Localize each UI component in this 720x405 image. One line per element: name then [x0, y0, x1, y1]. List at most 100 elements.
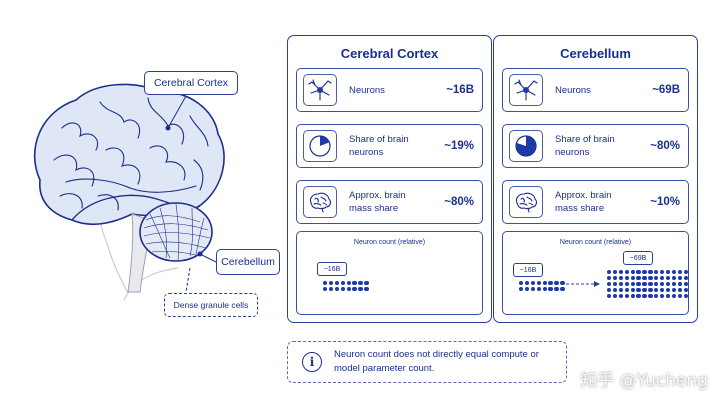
neuron-dot [548, 281, 553, 286]
stat-label: Neurons [555, 84, 591, 96]
neuron-dot [542, 281, 547, 286]
relative-neuron-count-box: Neuron count (relative) ~16B [296, 231, 483, 315]
neuron-dot [346, 286, 351, 292]
watermark: 知乎 @Yucheng [580, 371, 708, 391]
panel-title: Cerebral Cortex [340, 46, 439, 61]
neuron-dot [340, 281, 345, 286]
neuron-dot [618, 275, 624, 281]
neuron-dot [683, 270, 688, 275]
stat-label: Share of brain neurons [349, 134, 409, 158]
share-of-neurons-row: Share of brain neurons ~80% [502, 124, 689, 168]
neuron-icon [509, 74, 543, 106]
neuron-dot [677, 287, 682, 292]
neuron-dot [607, 270, 612, 275]
neuron-dot [665, 275, 671, 281]
neuron-dot [671, 287, 677, 292]
neuron-dot [648, 293, 653, 298]
brain-mass-share-row: Approx. brain mass share ~10% [502, 180, 689, 224]
stat-value: ~16B [446, 84, 474, 96]
stat-value: ~69B [652, 84, 680, 96]
neuron-dot [328, 286, 334, 292]
pie-chart-icon [509, 130, 543, 162]
count-tag-large: ~69B [623, 251, 653, 265]
neuron-dot [642, 270, 647, 275]
neuron-dot [364, 286, 369, 292]
neuron-dot [660, 281, 665, 287]
stat-value: ~10% [650, 196, 680, 208]
neuron-dot [624, 293, 629, 298]
neuron-dot [660, 293, 665, 298]
relative-neuron-count-box: Neuron count (relative) ~16B ~69B [502, 231, 689, 315]
neuron-dot [323, 281, 328, 286]
brain-illustration [33, 83, 225, 301]
disclaimer-note: i Neuron count does not directly equal c… [287, 341, 567, 383]
neuron-dot [607, 281, 612, 287]
stat-value: ~80% [444, 196, 474, 208]
info-icon: i [302, 352, 322, 372]
neuron-dot [624, 281, 629, 287]
brain-icon [303, 186, 337, 218]
neuron-dot [665, 270, 671, 275]
neuron-dot [323, 286, 328, 292]
brain-icon [509, 186, 543, 218]
neuron-dot [524, 281, 530, 286]
share-of-neurons-row: Share of brain neurons ~19% [296, 124, 483, 168]
neuron-dot [660, 270, 665, 275]
cerebellum-panel: Cerebellum Neurons ~69B Share of brain n… [493, 35, 698, 323]
neuron-dot [618, 287, 624, 292]
neuron-dot [612, 275, 618, 281]
neuron-dot [665, 293, 671, 298]
stat-label: Approx. brain mass share [555, 190, 612, 214]
neuron-dot [560, 281, 565, 286]
neuron-dot [554, 286, 559, 292]
neuron-dot [630, 275, 635, 281]
stat-label: Approx. brain mass share [349, 190, 406, 214]
note-text: Neuron count does not directly equal com… [334, 349, 539, 374]
neuron-dot [630, 293, 635, 298]
neuron-dot [542, 286, 547, 292]
callout-cerebral-cortex: Cerebral Cortex [144, 71, 238, 95]
neuron-dot [618, 281, 624, 287]
neuron-dot [636, 287, 641, 292]
neuron-dot [654, 275, 659, 281]
neuron-dot [612, 281, 618, 287]
neuron-dot [648, 270, 653, 275]
neuron-dot [648, 287, 653, 292]
neuron-dot [358, 286, 363, 292]
neuron-dot [618, 293, 624, 298]
callout-cerebellum: Cerebellum [216, 249, 280, 275]
stat-label: Share of brain neurons [555, 134, 615, 158]
neuron-dot [642, 293, 647, 298]
neuron-dot [665, 287, 671, 292]
neuron-dot [630, 281, 635, 287]
pie-chart-icon [303, 130, 337, 162]
neuron-dot [648, 281, 653, 287]
dot-grid-large [607, 270, 688, 298]
cerebrum [33, 83, 225, 226]
cerebral-cortex-panel: Cerebral Cortex Neurons ~16B Share of br… [287, 35, 492, 323]
neuron-dot [660, 287, 665, 292]
neuron-dot [630, 287, 635, 292]
neuron-dot [677, 275, 682, 281]
neuron-dot [636, 281, 641, 287]
neuron-dot [654, 281, 659, 287]
stat-value: ~19% [444, 140, 474, 152]
neuron-dot [612, 287, 618, 292]
dot-grid-small [323, 281, 369, 292]
neuron-dot [524, 286, 530, 292]
neuron-dot [340, 286, 345, 292]
neuron-dot [624, 275, 629, 281]
neuron-dot [636, 275, 641, 281]
neuron-dot [334, 281, 340, 286]
mini-chart-title: Neuron count (relative) [353, 239, 426, 246]
neuron-dot [683, 275, 688, 281]
neuron-dot [530, 281, 536, 286]
neuron-dot [671, 281, 677, 287]
neuron-dot [536, 281, 541, 286]
neuron-dot [642, 275, 647, 281]
neuron-dot [677, 281, 682, 287]
cerebellum-folia [143, 203, 211, 261]
mini-chart-title: Neuron count (relative) [559, 239, 632, 246]
neuron-dot [671, 270, 677, 275]
neuron-dot [683, 281, 688, 287]
